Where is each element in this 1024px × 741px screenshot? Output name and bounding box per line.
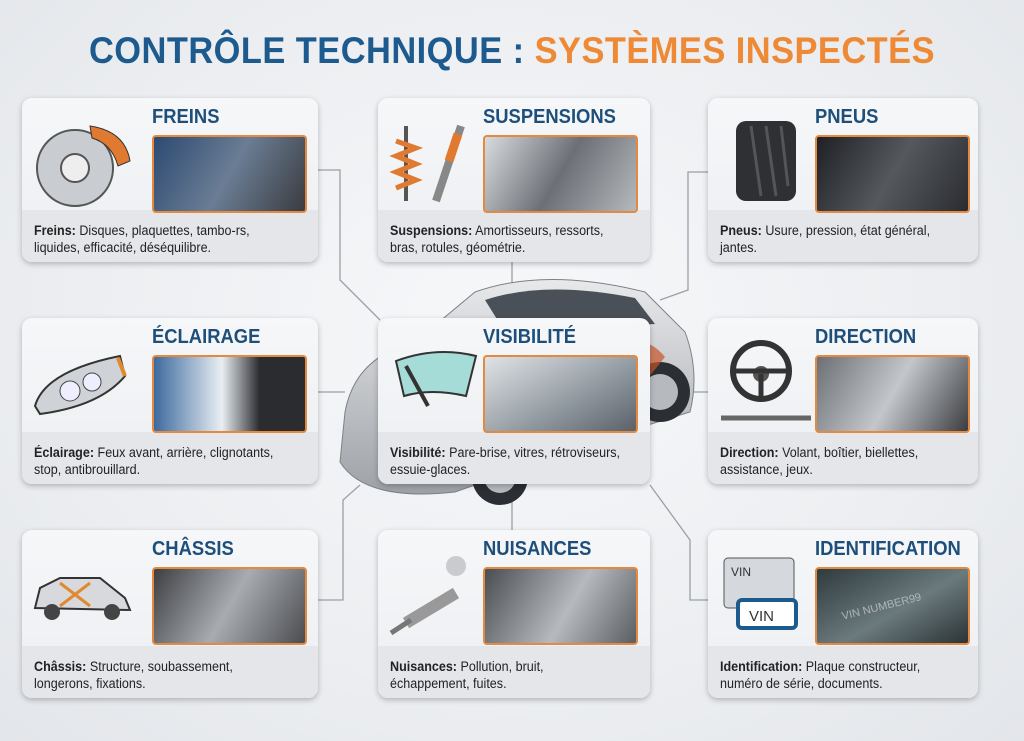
desc-text: Disques, plaquettes, tambo-rs, liquides,… [34,223,250,255]
headlight-icon [33,354,127,416]
card-title: CHÂSSIS [152,538,234,560]
card-description: Direction: Volant, boîtier, biellettes, … [720,444,954,478]
desc-text: Structure, soubassement, longerons, fixa… [34,659,233,691]
desc-label: Nuisances: [390,659,457,674]
desc-label: Identification: [720,659,803,674]
desc-text: Pollution, bruit, échappement, fuites. [390,659,544,691]
card-description: Freins: Disques, plaquettes, tambo-rs, l… [34,222,293,256]
card-description: Suspensions: Amortisseurs, ressorts, bra… [390,222,626,256]
headlight-tester-photo [152,355,307,433]
desc-text: Amortisseurs, ressorts, bras, rotules, g… [390,223,604,255]
card-band [378,432,650,484]
card-suspensions: SUSPENSIONS Suspensions: Amortisseurs, r… [378,98,650,262]
title-part-1: CONTRÔLE TECHNIQUE : [88,30,525,71]
brake-service-photo [152,135,307,213]
desc-text: Pare-brise, vitres, rétroviseurs, essuie… [390,445,621,477]
card-description: Éclairage: Feux avant, arrière, clignota… [34,444,293,478]
underbody-photo [152,567,307,645]
card-band [22,646,318,698]
card-band [378,646,650,698]
desc-label: Châssis: [34,659,87,674]
emissions-analyzer-photo [483,567,638,645]
card-description: Nuisances: Pollution, bruit, échappement… [390,658,626,692]
desc-text: Plaque constructeur, numéro de série, do… [720,659,921,691]
vin-plate-icon: VIN VIN [723,557,798,630]
card-title: VISIBILITÉ [483,326,577,348]
vin-icon-text-1: VIN [731,565,751,579]
card-description: Châssis: Structure, soubassement, longer… [34,658,293,692]
steering-rack-photo [815,355,970,433]
desc-label: Éclairage: [34,445,95,460]
card-description: Pneus: Usure, pression, état général, ja… [720,222,954,256]
card-band [22,210,318,262]
card-title: DIRECTION [815,326,917,348]
vin-number-photo: VIN NUMBER99 [815,567,970,645]
desc-label: Visibilité: [390,445,446,460]
card-description: Identification: Plaque constructeur, num… [720,658,954,692]
card-title: ÉCLAIRAGE [152,326,261,348]
card-identification: VIN VIN IDENTIFICATION VIN NUMBER99 Ident… [708,530,978,698]
steering-wheel-icon [721,340,811,421]
card-band [708,210,978,262]
vin-photo-text: VIN NUMBER99 [840,591,923,623]
suspension-test-photo [483,135,638,213]
page-title: CONTRÔLE TECHNIQUE : SYSTÈMES INSPECTÉS [36,30,988,72]
desc-text: Feux avant, arrière, clignotants, stop, … [34,445,274,477]
card-band [22,432,318,484]
card-band [708,646,978,698]
desc-label: Pneus: [720,223,762,238]
card-eclairage: ÉCLAIRAGE Éclairage: Feux avant, arrière… [22,318,318,484]
exhaust-icon [389,556,466,636]
card-band [708,432,978,484]
card-description: Visibilité: Pare-brise, vitres, rétrovis… [390,444,626,478]
desc-label: Suspensions: [390,223,473,238]
card-direction: DIRECTION Direction: Volant, boîtier, bi… [708,318,978,484]
wiper-dashcam-photo [483,355,638,433]
card-title: PNEUS [815,106,879,128]
desc-label: Direction: [720,445,779,460]
desc-text: Volant, boîtier, biellettes, assistance,… [720,445,919,477]
card-band [378,210,650,262]
card-chassis: CHÂSSIS Châssis: Structure, soubassement… [22,530,318,698]
shock-absorber-icon [389,124,465,203]
car-frame-icon [33,577,132,620]
desc-text: Usure, pression, état général, jantes. [720,223,931,255]
card-title: FREINS [152,106,220,128]
title-part-2: SYSTÈMES INSPECTÉS [534,30,935,71]
windshield-wiper-icon [394,351,478,407]
card-nuisances: NUISANCES Nuisances: Pollution, bruit, é… [378,530,650,698]
card-title: NUISANCES [483,538,592,560]
card-title: IDENTIFICATION [815,538,961,560]
desc-label: Freins: [34,223,76,238]
card-title: SUSPENSIONS [483,106,616,128]
vin-icon-text-2: VIN [749,608,774,625]
card-freins: FREINS Freins: Disques, plaquettes, tamb… [22,98,318,262]
tire-tread-photo [815,135,970,213]
brake-disc-icon [36,125,131,207]
card-visibilite: VISIBILITÉ Visibilité: Pare-brise, vitre… [378,318,650,484]
tire-icon [736,121,796,201]
card-pneus: PNEUS Pneus: Usure, pression, état génér… [708,98,978,262]
